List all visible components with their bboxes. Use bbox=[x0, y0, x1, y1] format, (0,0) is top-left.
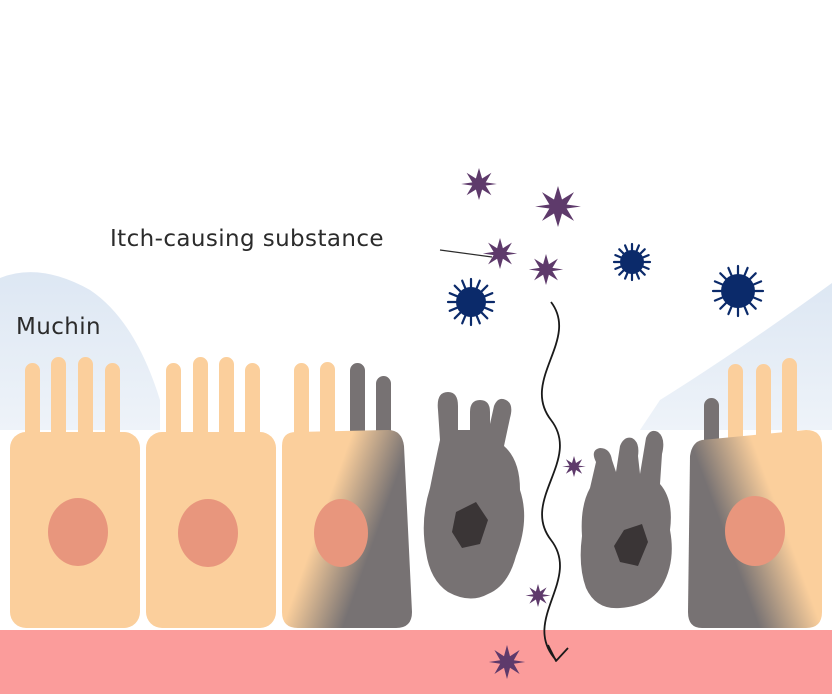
damaged-cell-2 bbox=[580, 430, 672, 609]
label-leader-line bbox=[439, 249, 493, 258]
healthy-cell-1 bbox=[10, 357, 140, 628]
itch-particle-1 bbox=[461, 168, 497, 200]
healthy-cell-2 bbox=[146, 357, 276, 628]
itch-particle-6 bbox=[525, 584, 551, 607]
nucleus-3 bbox=[314, 499, 368, 567]
damaged-transition-cell-right bbox=[688, 358, 822, 628]
itch-particle-2 bbox=[535, 186, 581, 227]
tissue-layer bbox=[0, 630, 832, 694]
damaged-nucleus-1 bbox=[452, 502, 488, 548]
itch-particle-5 bbox=[562, 456, 586, 477]
damaged-cell-1 bbox=[423, 392, 525, 599]
muchin-label: Muchin bbox=[16, 314, 102, 340]
arrow-head-icon bbox=[547, 644, 569, 662]
nucleus-6 bbox=[725, 496, 785, 566]
itch-particle-4 bbox=[528, 254, 564, 285]
penetration-arrow bbox=[540, 301, 561, 661]
itch-particle-7 bbox=[488, 645, 526, 679]
damaged-transition-cell-left bbox=[282, 362, 412, 628]
nucleus-2 bbox=[178, 499, 238, 567]
damaged-nucleus-2 bbox=[614, 524, 648, 566]
itch-particle-3 bbox=[482, 238, 518, 269]
itch-substance-label: Itch-causing substance bbox=[110, 226, 384, 252]
nucleus-1 bbox=[48, 498, 108, 566]
